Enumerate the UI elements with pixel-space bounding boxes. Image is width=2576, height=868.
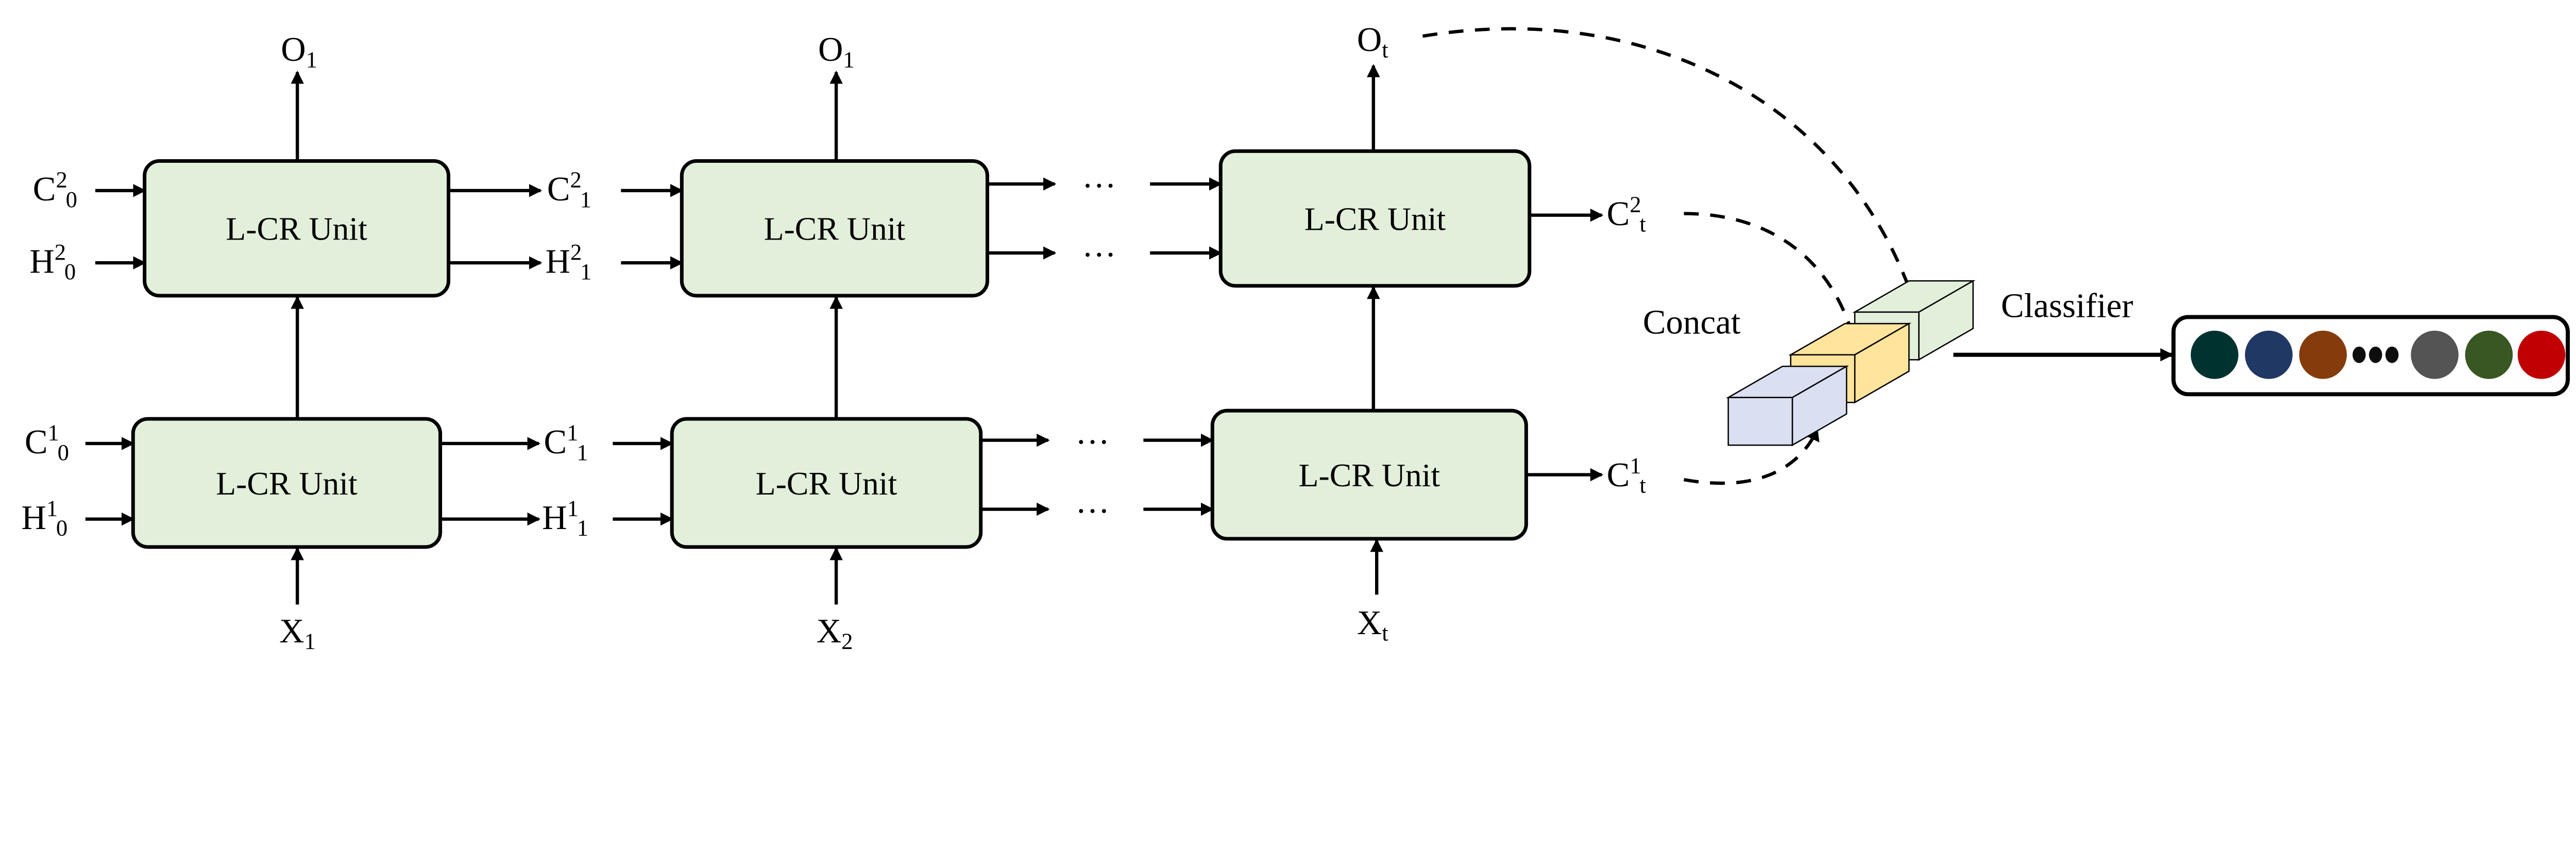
unit-layer2-t: L-CR Unit — [1218, 149, 1532, 288]
input-label-2: X2 — [817, 612, 853, 654]
unit-label: L-CR Unit — [756, 465, 897, 502]
dashed-arrow-c1t-to-concat — [1683, 429, 1820, 485]
unit-label: L-CR Unit — [226, 211, 367, 247]
unit-layer2-2: L-CR Unit — [680, 159, 989, 298]
unit-layer1-1: L-CR Unit — [131, 417, 443, 549]
class-circle-1 — [2191, 330, 2239, 379]
class-circle-6 — [2517, 330, 2566, 379]
unit-layer1-2: L-CR Unit — [670, 417, 983, 549]
concat-label: Concat — [1643, 303, 1741, 341]
ellipsis-bottom-c: ··· — [1075, 423, 1110, 461]
class-circle-4 — [2411, 330, 2459, 379]
unit-label: L-CR Unit — [216, 465, 358, 502]
dashed-arrow-ot-to-concat — [1422, 27, 1914, 294]
input-label-1: X1 — [279, 612, 316, 654]
input-label-t: Xt — [1357, 604, 1388, 646]
class-circle-2 — [2245, 330, 2293, 379]
dashed-arrow-c2t-to-concat — [1684, 212, 1858, 338]
ellipsis-dot-1 — [2352, 346, 2366, 363]
class-output-nodes — [2191, 330, 2566, 379]
ellipsis-top-h: ··· — [1082, 236, 1116, 274]
class-circle-3 — [2299, 330, 2347, 379]
unit-box — [670, 417, 983, 549]
unit-label: L-CR Unit — [1299, 457, 1440, 493]
output-label-t: Ot — [1357, 21, 1388, 63]
unit-box — [131, 417, 443, 549]
ellipsis-dot-2 — [2369, 346, 2382, 363]
ellipsis-top-c: ··· — [1082, 167, 1116, 205]
ellipsis-bottom-h: ··· — [1075, 492, 1110, 530]
unit-label: L-CR Unit — [1304, 200, 1446, 237]
output-label-2: O1 — [818, 30, 855, 73]
output-label-1: O1 — [281, 30, 317, 73]
unit-layer2-1: L-CR Unit — [143, 159, 451, 298]
unit-layer1-t: L-CR Unit — [1210, 409, 1528, 541]
class-circle-5 — [2465, 330, 2513, 379]
feature-cube-blue — [1725, 365, 1849, 447]
unit-label: L-CR Unit — [764, 211, 906, 247]
unit-box — [1210, 409, 1528, 541]
ellipsis-dot-3 — [2385, 346, 2399, 363]
classifier-label: Classifier — [2001, 286, 2133, 325]
